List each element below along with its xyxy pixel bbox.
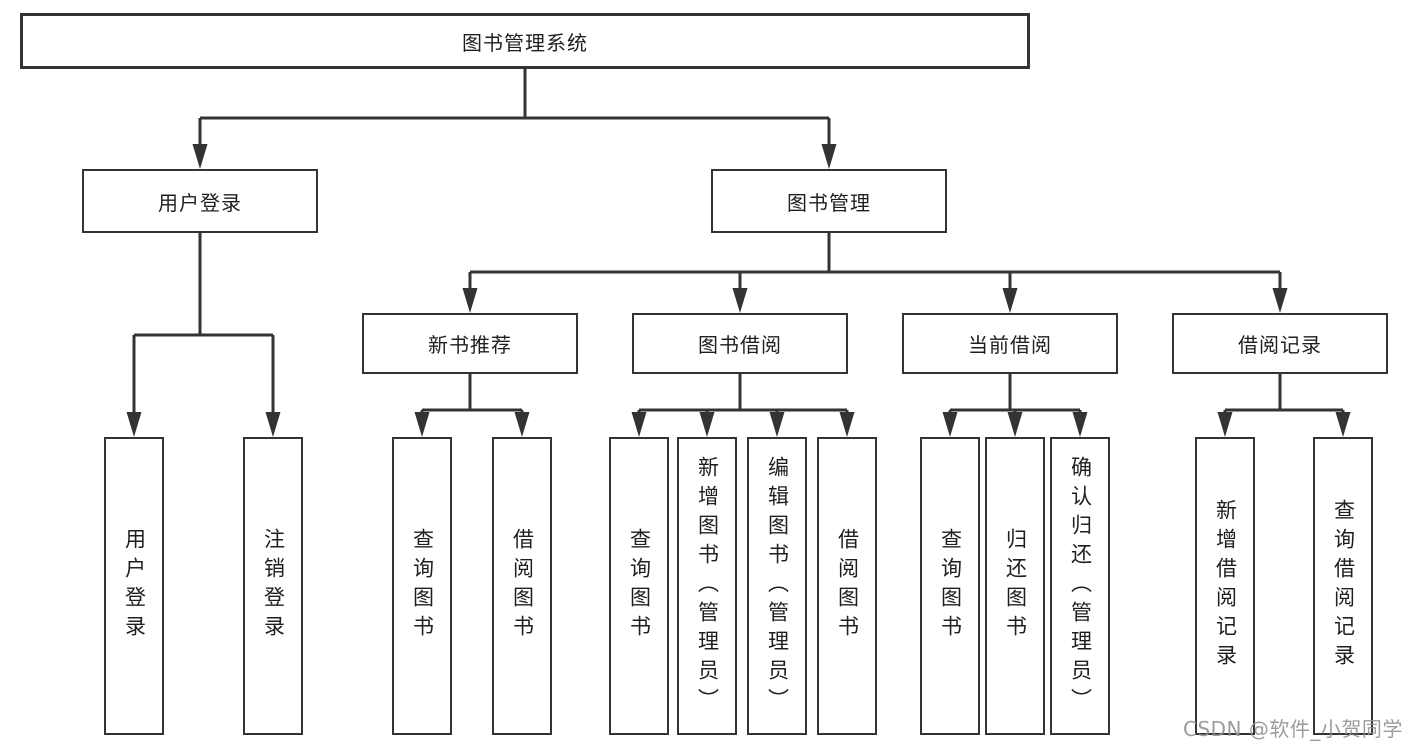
node-book-management: 图书管理 bbox=[711, 169, 947, 233]
arrowhead-icon bbox=[126, 412, 142, 437]
arrowhead-icon bbox=[1072, 412, 1088, 437]
leaf-add-borrow-record: 新增借阅记录 bbox=[1195, 437, 1255, 735]
node-book-borrowing: 图书借阅 bbox=[632, 313, 848, 374]
arrowhead-icon bbox=[1335, 412, 1351, 437]
arrowhead-icon bbox=[1217, 412, 1233, 437]
leaf-borrow-book-borrow: 借阅图书 bbox=[817, 437, 877, 735]
connector-root-split bbox=[200, 69, 829, 120]
leaf-query-borrow-record: 查询借阅记录 bbox=[1313, 437, 1373, 735]
arrowhead-icon bbox=[769, 412, 785, 437]
leaf-confirm-return-admin: 确认归还（管理员） bbox=[1050, 437, 1110, 735]
leaf-edit-book-admin: 编辑图书（管理员） bbox=[747, 437, 807, 735]
node-user-login: 用户登录 bbox=[82, 169, 318, 233]
leaf-query-book-current: 查询图书 bbox=[920, 437, 980, 735]
leaf-query-book-rec: 查询图书 bbox=[392, 437, 452, 735]
arrowhead-icon bbox=[732, 288, 748, 313]
connector-book-mgmt-split bbox=[470, 233, 1280, 274]
connector-current-borrow-split bbox=[950, 374, 1080, 412]
leaf-return-book: 归还图书 bbox=[985, 437, 1045, 735]
node-new-book-recommendation: 新书推荐 bbox=[362, 313, 578, 374]
arrowhead-icon bbox=[699, 412, 715, 437]
node-current-borrowing: 当前借阅 bbox=[902, 313, 1118, 374]
node-system-root: 图书管理系统 bbox=[20, 13, 1030, 69]
csdn-watermark: CSDN @软件_小贺同学 bbox=[1183, 717, 1403, 741]
leaf-add-book-admin: 新增图书（管理员） bbox=[677, 437, 737, 735]
connector-borrow-record-split bbox=[1225, 374, 1343, 412]
arrowhead-icon bbox=[821, 144, 837, 169]
connector-arrow-shaft bbox=[132, 335, 275, 415]
leaf-user-login: 用户登录 bbox=[104, 437, 164, 735]
arrowhead-icon bbox=[631, 412, 647, 437]
arrowhead-icon bbox=[839, 412, 855, 437]
connector-user-login-split bbox=[134, 233, 273, 337]
connector-arrow-shaft bbox=[468, 272, 1282, 291]
connector-arrow-shaft bbox=[198, 118, 831, 147]
leaf-query-book-borrow: 查询图书 bbox=[609, 437, 669, 735]
arrowhead-icon bbox=[942, 412, 958, 437]
arrowhead-icon bbox=[192, 144, 208, 169]
connector-book-borrow-split bbox=[639, 374, 847, 412]
node-borrowing-records: 借阅记录 bbox=[1172, 313, 1388, 374]
arrowhead-icon bbox=[1272, 288, 1288, 313]
arrowhead-icon bbox=[514, 412, 530, 437]
leaf-logout: 注销登录 bbox=[243, 437, 303, 735]
arrowhead-icon bbox=[265, 412, 281, 437]
arrowhead-icon bbox=[414, 412, 430, 437]
arrowhead-icon bbox=[1002, 288, 1018, 313]
arrowhead-icon bbox=[1007, 412, 1023, 437]
connector-new-book-split bbox=[422, 374, 522, 412]
leaf-borrow-book-rec: 借阅图书 bbox=[492, 437, 552, 735]
arrowhead-icon bbox=[462, 288, 478, 313]
